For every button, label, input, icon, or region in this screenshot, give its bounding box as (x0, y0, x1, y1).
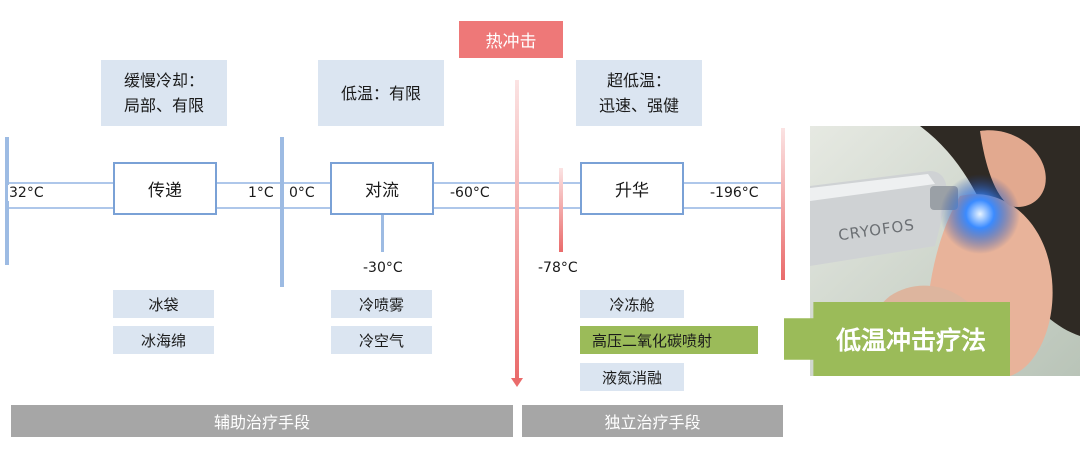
heat-shock-label: 热冲击 (485, 32, 537, 52)
method-ice-sponge: 冰海绵 (113, 326, 214, 354)
temp-minus196: -196°C (709, 185, 760, 201)
note-slow-cooling-text: 缓慢冷却： 局部、有限 (123, 71, 204, 115)
footer-independent: 独立治疗手段 (522, 405, 783, 437)
footer-auxiliary: 辅助治疗手段 (11, 405, 513, 437)
note-ultra-low-text: 超低温： 迅速、强健 (598, 71, 679, 115)
process-sublimation-label: 升华 (615, 181, 649, 201)
note-slow-cooling: 缓慢冷却： 局部、有限 (101, 60, 227, 126)
footer-independent-label: 独立治疗手段 (604, 413, 701, 432)
process-convection-label: 对流 (365, 181, 399, 201)
process-sublimation: 升华 (580, 162, 684, 215)
boundary-bar-minus30 (381, 214, 384, 252)
method-cryo-chamber-label: 冷冻舱 (609, 295, 655, 314)
note-low-temp-text: 低温：有限 (340, 83, 421, 103)
method-cold-air: 冷空气 (331, 326, 432, 354)
cryo-shock-therapy: 低温冲击疗法 (812, 302, 1010, 376)
method-cold-spray: 冷喷雾 (331, 290, 432, 318)
note-ultra-low: 超低温： 迅速、强健 (576, 60, 702, 126)
temp-0: 0°C (288, 185, 316, 201)
boundary-bar-right (781, 128, 785, 280)
method-ice-sponge-label: 冰海绵 (140, 331, 186, 350)
method-ln2-ablation: 液氮消融 (580, 363, 684, 391)
heat-shock-arrow-head (511, 378, 523, 387)
note-low-temp: 低温：有限 (318, 60, 444, 126)
process-conduction: 传递 (113, 162, 217, 215)
method-cold-spray-label: 冷喷雾 (358, 295, 404, 314)
method-ice-bag: 冰袋 (113, 290, 214, 318)
cryo-shock-therapy-label: 低温冲击疗法 (835, 326, 986, 355)
method-cold-air-label: 冷空气 (358, 331, 404, 350)
cryo-shock-therapy-arrow (784, 302, 1010, 376)
footer-auxiliary-label: 辅助治疗手段 (213, 413, 310, 432)
marker-bar-minus78 (559, 168, 563, 252)
method-co2-spray: 高压二氧化碳喷射 (580, 326, 758, 354)
method-ln2-ablation-label: 液氮消融 (601, 368, 662, 387)
method-ice-bag-label: 冰袋 (148, 295, 179, 314)
process-conduction-label: 传递 (148, 181, 182, 201)
heat-shock-arrow-shaft (515, 80, 519, 380)
heat-shock-tag: 热冲击 (459, 21, 563, 58)
temp-minus30: -30°C (362, 260, 404, 276)
process-convection: 对流 (330, 162, 434, 215)
method-co2-spray-label: 高压二氧化碳喷射 (592, 331, 713, 350)
boundary-bar-middle (280, 137, 284, 287)
boundary-bar-left (5, 137, 9, 265)
temp-minus60: -60°C (449, 185, 491, 201)
temp-1: 1°C (247, 185, 275, 201)
temp-minus78: -78°C (537, 260, 579, 276)
temp-32: 32°C (8, 185, 45, 201)
method-cryo-chamber: 冷冻舱 (580, 290, 684, 318)
